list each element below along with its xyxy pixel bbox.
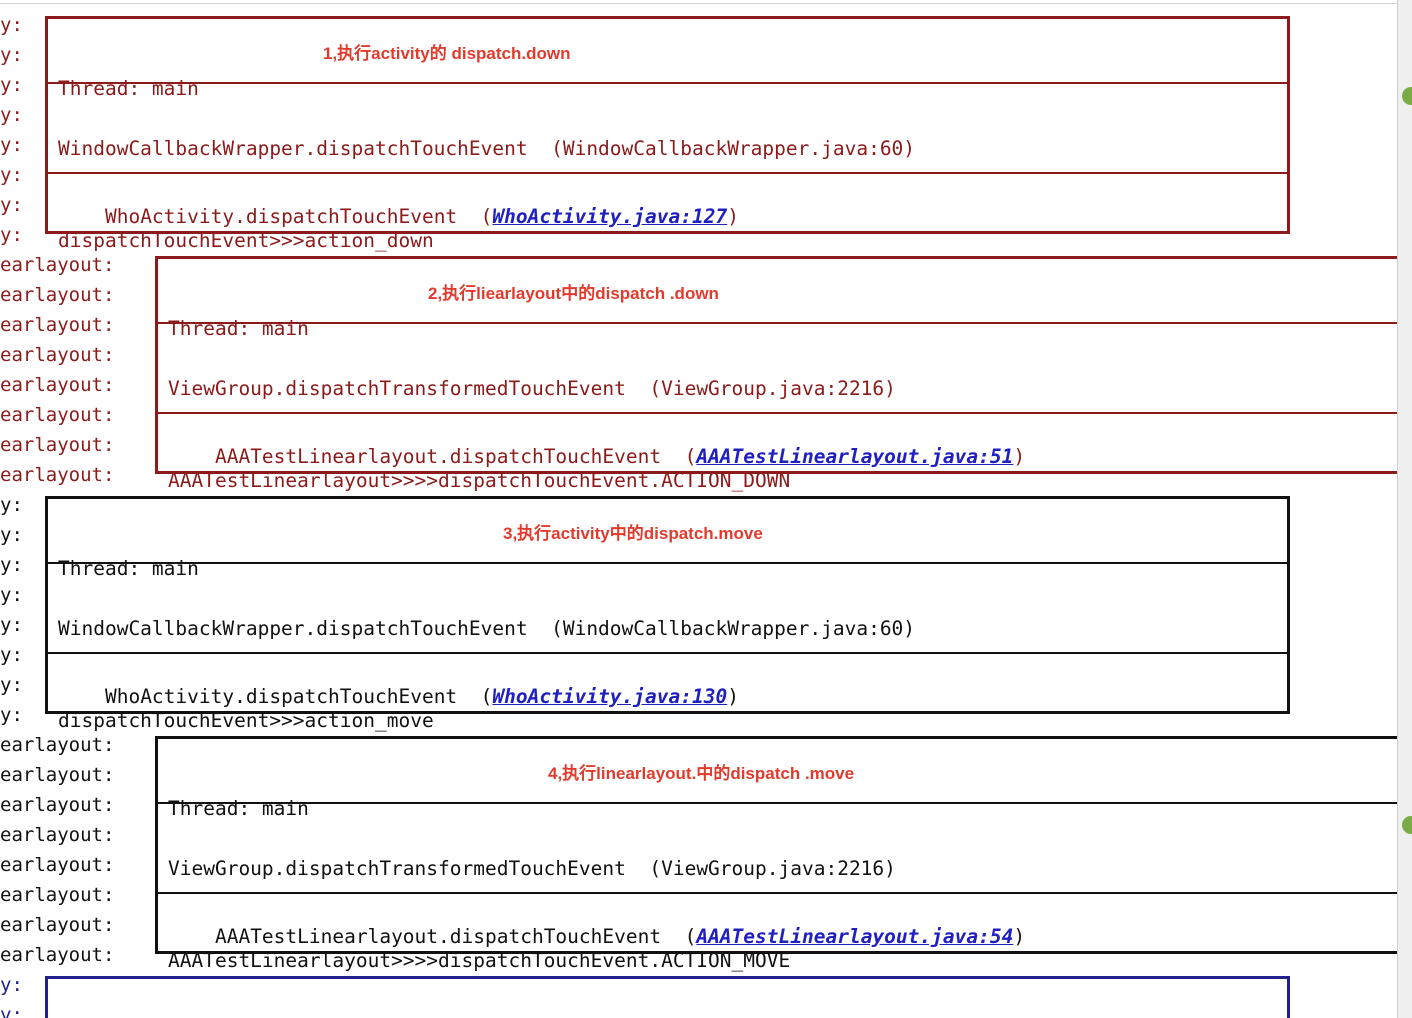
annotation-3: 3,执行activity中的dispatch.move [503, 524, 763, 543]
message-segment: dispatchTouchEvent>>>action_move [48, 652, 1287, 732]
stack-frame-gap [626, 857, 649, 880]
stack-frame-gap [528, 617, 551, 640]
gutter-tag: earlayout: [0, 374, 115, 396]
stack-frame-paren: ) [727, 205, 739, 228]
stacktrace-block-4[interactable]: Thread: main 4,执行linearlayout.中的dispatch… [155, 736, 1412, 972]
gutter-tag: earlayout: [0, 914, 115, 936]
stack-frame-location: (WindowCallbackWrapper.java:60) [551, 617, 916, 640]
log-message: AAATestLinearlayout>>>>dispatchTouchEven… [168, 469, 791, 492]
stack-frame-gap [528, 137, 551, 160]
vertical-scrollbar[interactable] [1397, 0, 1412, 1018]
stack-frame-link[interactable]: AAATestLinearlayout.java:54 [696, 925, 1014, 948]
log-message: AAATestLinearlayout>>>>dispatchTouchEven… [168, 949, 791, 972]
top-divider [0, 0, 1412, 4]
message-segment: AAATestLinearlayout>>>>dispatchTouchEven… [158, 892, 1412, 972]
gutter-tag: earlayout: [0, 314, 115, 336]
stack-frame-method: WhoActivity.dispatchTouchEvent [104, 205, 458, 228]
log-message: dispatchTouchEvent>>>action_move [58, 709, 434, 732]
stack-frame-method: WindowCallbackWrapper.dispatchTouchEvent [58, 617, 528, 640]
annotation-1: 1,执行activity的 dispatch.down [323, 44, 571, 63]
gutter-tag: y: [0, 224, 23, 246]
gutter-tag: y: [0, 44, 23, 66]
stack-frame-gap: ( [661, 445, 697, 468]
gutter-tag: y: [0, 584, 23, 606]
gutter-tag: y: [0, 524, 23, 546]
stack-frame-location: (WindowCallbackWrapper.java:60) [551, 137, 916, 160]
stack-frame-gap: ( [661, 925, 697, 948]
stack-frame-paren: ) [1013, 925, 1026, 948]
thread-segment: Thread: main [48, 979, 1287, 1018]
thread-segment: Thread: main 4,执行linearlayout.中的dispatch… [158, 739, 1412, 820]
gutter-tag: y: [0, 974, 23, 996]
stack-frame-method: WindowCallbackWrapper.dispatchTouchEvent [58, 137, 528, 160]
gutter-tag: y: [0, 164, 23, 186]
gutter-tag: earlayout: [0, 944, 115, 966]
gutter-tag: y: [0, 14, 23, 36]
stack-frame-gap: ( [457, 685, 493, 708]
stack-frame-gap: ( [457, 205, 493, 228]
stack-frame-method: ViewGroup.dispatchTransformedTouchEvent [168, 857, 626, 880]
stack-frame-gap [626, 377, 649, 400]
stack-frame-paren: ) [727, 685, 739, 708]
stack-frame: WhoActivity.dispatchTouchEvent (WhoActiv… [48, 682, 1287, 712]
gutter-tag: y: [0, 74, 23, 96]
gutter-tag: earlayout: [0, 854, 115, 876]
thread-segment: Thread: main 1,执行activity的 dispatch.down [48, 19, 1287, 100]
gutter-tag: y: [0, 134, 23, 156]
gutter-tag: y: [0, 1004, 23, 1018]
gutter-tag: y: [0, 554, 23, 576]
message-segment: dispatchTouchEvent>>>action_down [48, 172, 1287, 252]
stack-frame-link[interactable]: WhoActivity.java:130 [492, 685, 728, 708]
gutter-tag: y: [0, 494, 23, 516]
stack-frame-method: ViewGroup.dispatchTransformedTouchEvent [168, 377, 626, 400]
stack-frame-method: AAATestLinearlayout.dispatchTouchEvent [214, 445, 662, 468]
message-segment: AAATestLinearlayout>>>>dispatchTouchEven… [158, 412, 1412, 492]
stack-frame-method: AAATestLinearlayout.dispatchTouchEvent [214, 925, 662, 948]
stack-frame: ViewGroup.dispatchTransformedTouchEvent … [158, 362, 1412, 404]
thread-segment: Thread: main 3,执行activity中的dispatch.move [48, 499, 1287, 580]
stack-frame-paren: ) [1013, 445, 1026, 468]
stack-frame-method: WhoActivity.dispatchTouchEvent [104, 685, 458, 708]
gutter-tag: earlayout: [0, 824, 115, 846]
stack-frame: WindowCallbackWrapper.dispatchTouchEvent… [48, 122, 1287, 164]
stack-frame: ViewGroup.dispatchTransformedTouchEvent … [158, 842, 1412, 884]
gutter-tag: y: [0, 614, 23, 636]
gutter-tag: y: [0, 674, 23, 696]
stacktrace-block-1[interactable]: Thread: main 1,执行activity的 dispatch.down… [45, 16, 1290, 252]
gutter-tag: y: [0, 194, 23, 216]
stacktrace-block-3[interactable]: Thread: main 3,执行activity中的dispatch.move… [45, 496, 1290, 732]
annotation-2: 2,执行liearlayout中的dispatch .down [428, 284, 719, 303]
stack-segment: WindowCallbackWrapper.dispatchTouchEvent… [48, 562, 1287, 708]
stack-frame: AAATestLinearlayout.dispatchTouchEvent (… [158, 442, 1412, 472]
stack-segment: WindowCallbackWrapper.dispatchTouchEvent… [48, 82, 1287, 228]
gutter-tag: earlayout: [0, 884, 115, 906]
stack-frame-link[interactable]: WhoActivity.java:127 [492, 205, 728, 228]
gutter-tag: y: [0, 644, 23, 666]
stack-frame-location: (ViewGroup.java:2216) [649, 377, 896, 400]
stack-frame: AAATestLinearlayout.dispatchTouchEvent (… [158, 922, 1412, 952]
stack-segment: ViewGroup.dispatchTransformedTouchEvent … [158, 322, 1412, 468]
stack-frame-location: (ViewGroup.java:2216) [649, 857, 896, 880]
gutter-tag: earlayout: [0, 794, 115, 816]
log-message: dispatchTouchEvent>>>action_down [58, 229, 434, 252]
stack-frame: WhoActivity.dispatchTouchEvent (WhoActiv… [48, 202, 1287, 232]
annotation-4: 4,执行linearlayout.中的dispatch .move [548, 764, 855, 783]
stack-segment: ViewGroup.dispatchTransformedTouchEvent … [158, 802, 1412, 948]
scroll-marker-bottom[interactable] [1402, 816, 1412, 834]
gutter-tag: earlayout: [0, 464, 115, 486]
stack-frame: WindowCallbackWrapper.dispatchTouchEvent… [48, 602, 1287, 644]
gutter-tag: y: [0, 104, 23, 126]
stack-frame-link[interactable]: AAATestLinearlayout.java:51 [696, 445, 1014, 468]
stacktrace-block-5[interactable]: Thread: main [45, 976, 1290, 1018]
stacktrace-block-2[interactable]: Thread: main 2,执行liearlayout中的dispatch .… [155, 256, 1412, 492]
gutter-tag: earlayout: [0, 404, 115, 426]
scroll-marker-top[interactable] [1402, 87, 1412, 105]
gutter-tag: earlayout: [0, 434, 115, 456]
gutter-tag: earlayout: [0, 344, 115, 366]
gutter-tag: y: [0, 704, 23, 726]
thread-segment: Thread: main 2,执行liearlayout中的dispatch .… [158, 259, 1412, 340]
